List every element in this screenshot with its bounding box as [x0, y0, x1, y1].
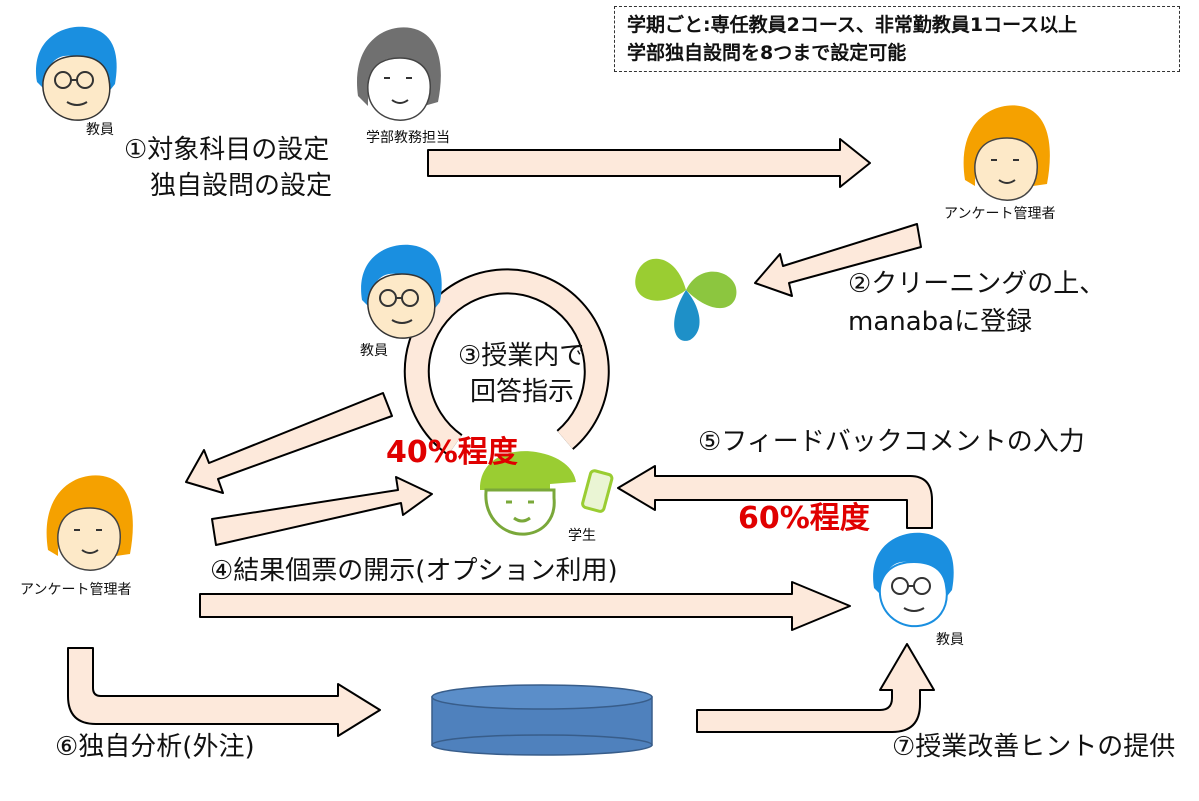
- label-student: 学生: [568, 528, 596, 544]
- step1-line2: 独自設問の設定: [150, 171, 333, 201]
- label-teacher-right: 教員: [936, 632, 964, 648]
- admin-icon-top: [963, 105, 1050, 201]
- label-admin-top: アンケート管理者: [944, 206, 1056, 222]
- step3-line2: 回答指示: [470, 377, 575, 407]
- manaba-logo: [635, 258, 737, 341]
- label-teacher-top: 教員: [86, 122, 114, 138]
- step3-line1: ③授業内で: [458, 341, 586, 371]
- step2-line2: manabaに登録: [848, 307, 1033, 337]
- label-teacher-mid: 教員: [360, 343, 388, 359]
- staff-icon: [357, 27, 441, 121]
- rate-left: 40%程度: [386, 435, 518, 470]
- teacher-icon-top: [36, 26, 117, 121]
- arrow-step3-left: [185, 392, 393, 494]
- teacher-icon-right: [873, 532, 954, 628]
- step6-label: ⑥独自分析(外注): [55, 732, 255, 762]
- student-icon: [480, 451, 614, 536]
- teacher-icon-mid: [361, 244, 442, 339]
- step5-label: ⑤フィードバックコメントの入力: [698, 427, 1085, 457]
- arrow-step7: [696, 643, 935, 733]
- step7-label: ⑦授業改善ヒントの提供: [892, 732, 1176, 762]
- arrow-step3-right: [211, 476, 433, 546]
- arrow-step2: [754, 223, 922, 297]
- admin-icon-left: [46, 475, 133, 571]
- arrow-step1: [427, 138, 871, 188]
- step1-line1: ①対象科目の設定: [124, 135, 330, 165]
- note-line-2: 学部独自設問を8つまで設定可能: [627, 42, 907, 64]
- label-staff: 学部教務担当: [366, 130, 450, 146]
- arrow-step6: [67, 647, 381, 737]
- rate-right: 60%程度: [738, 501, 870, 536]
- arrow-step4: [199, 581, 851, 631]
- note-box: 学期ごと:専任教員2コース、非常勤教員1コース以上 学部独自設問を8つまで設定可…: [614, 6, 1180, 72]
- note-line-1: 学期ごと:専任教員2コース、非常勤教員1コース以上: [627, 14, 1078, 36]
- step4-label: ④結果個票の開示(オプション利用): [210, 556, 618, 586]
- arrow-step5: [617, 465, 933, 529]
- label-admin-left: アンケート管理者: [20, 582, 132, 598]
- database-icon: [431, 684, 653, 756]
- step2-line1: ②クリーニングの上、: [848, 269, 1106, 299]
